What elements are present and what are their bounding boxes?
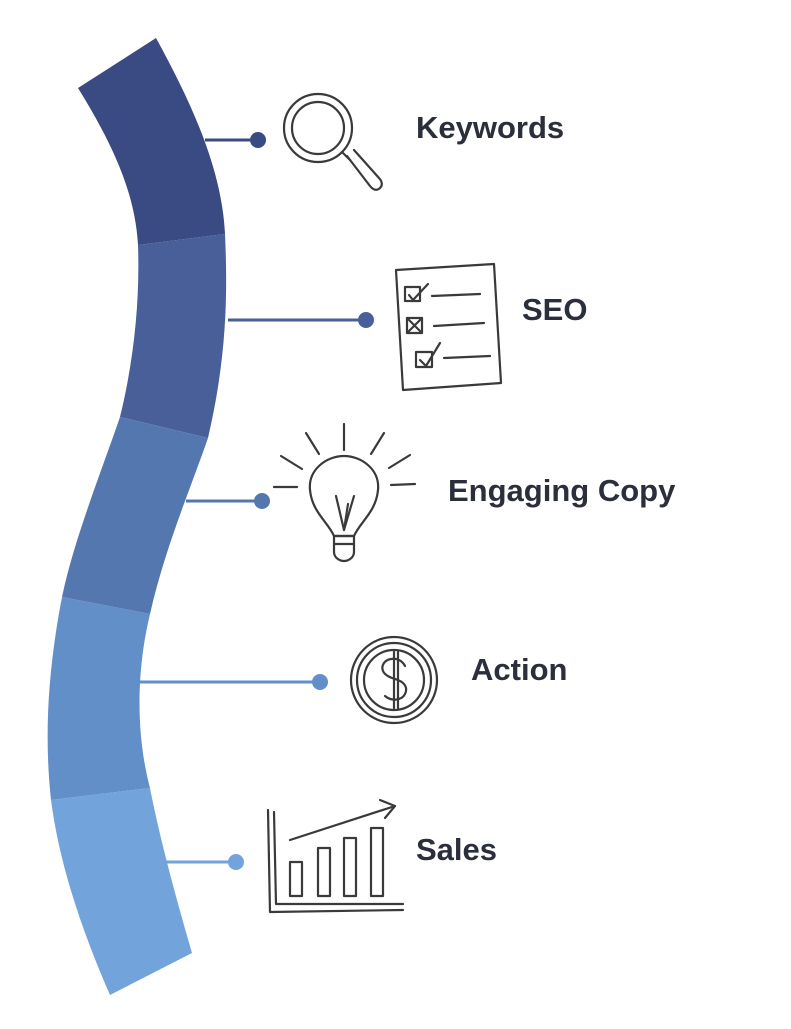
magnifier-icon <box>282 92 383 191</box>
step-label-seo: SEO <box>522 292 588 327</box>
dollar-coin-icon <box>349 635 439 725</box>
ribbon-segment-engaging-copy <box>62 417 208 614</box>
ribbon-segment-seo <box>120 234 227 438</box>
connector-dot-keywords <box>250 132 266 148</box>
connector-dot-engaging-copy <box>254 493 270 509</box>
growth-chart-icon <box>266 798 405 914</box>
step-label-engaging-copy: Engaging Copy <box>448 473 676 508</box>
connector-dot-sales <box>228 854 244 870</box>
ribbon-segment-action <box>47 597 150 800</box>
connector-dot-action <box>312 674 328 690</box>
checklist-icon <box>394 262 503 392</box>
step-label-action: Action <box>471 652 568 687</box>
ribbon-segment-keywords <box>78 38 225 245</box>
connector-dot-seo <box>358 312 374 328</box>
ribbon-segment-sales <box>51 788 192 995</box>
step-label-sales: Sales <box>416 832 498 867</box>
step-label-keywords: Keywords <box>416 110 565 145</box>
lightbulb-icon <box>272 422 417 563</box>
